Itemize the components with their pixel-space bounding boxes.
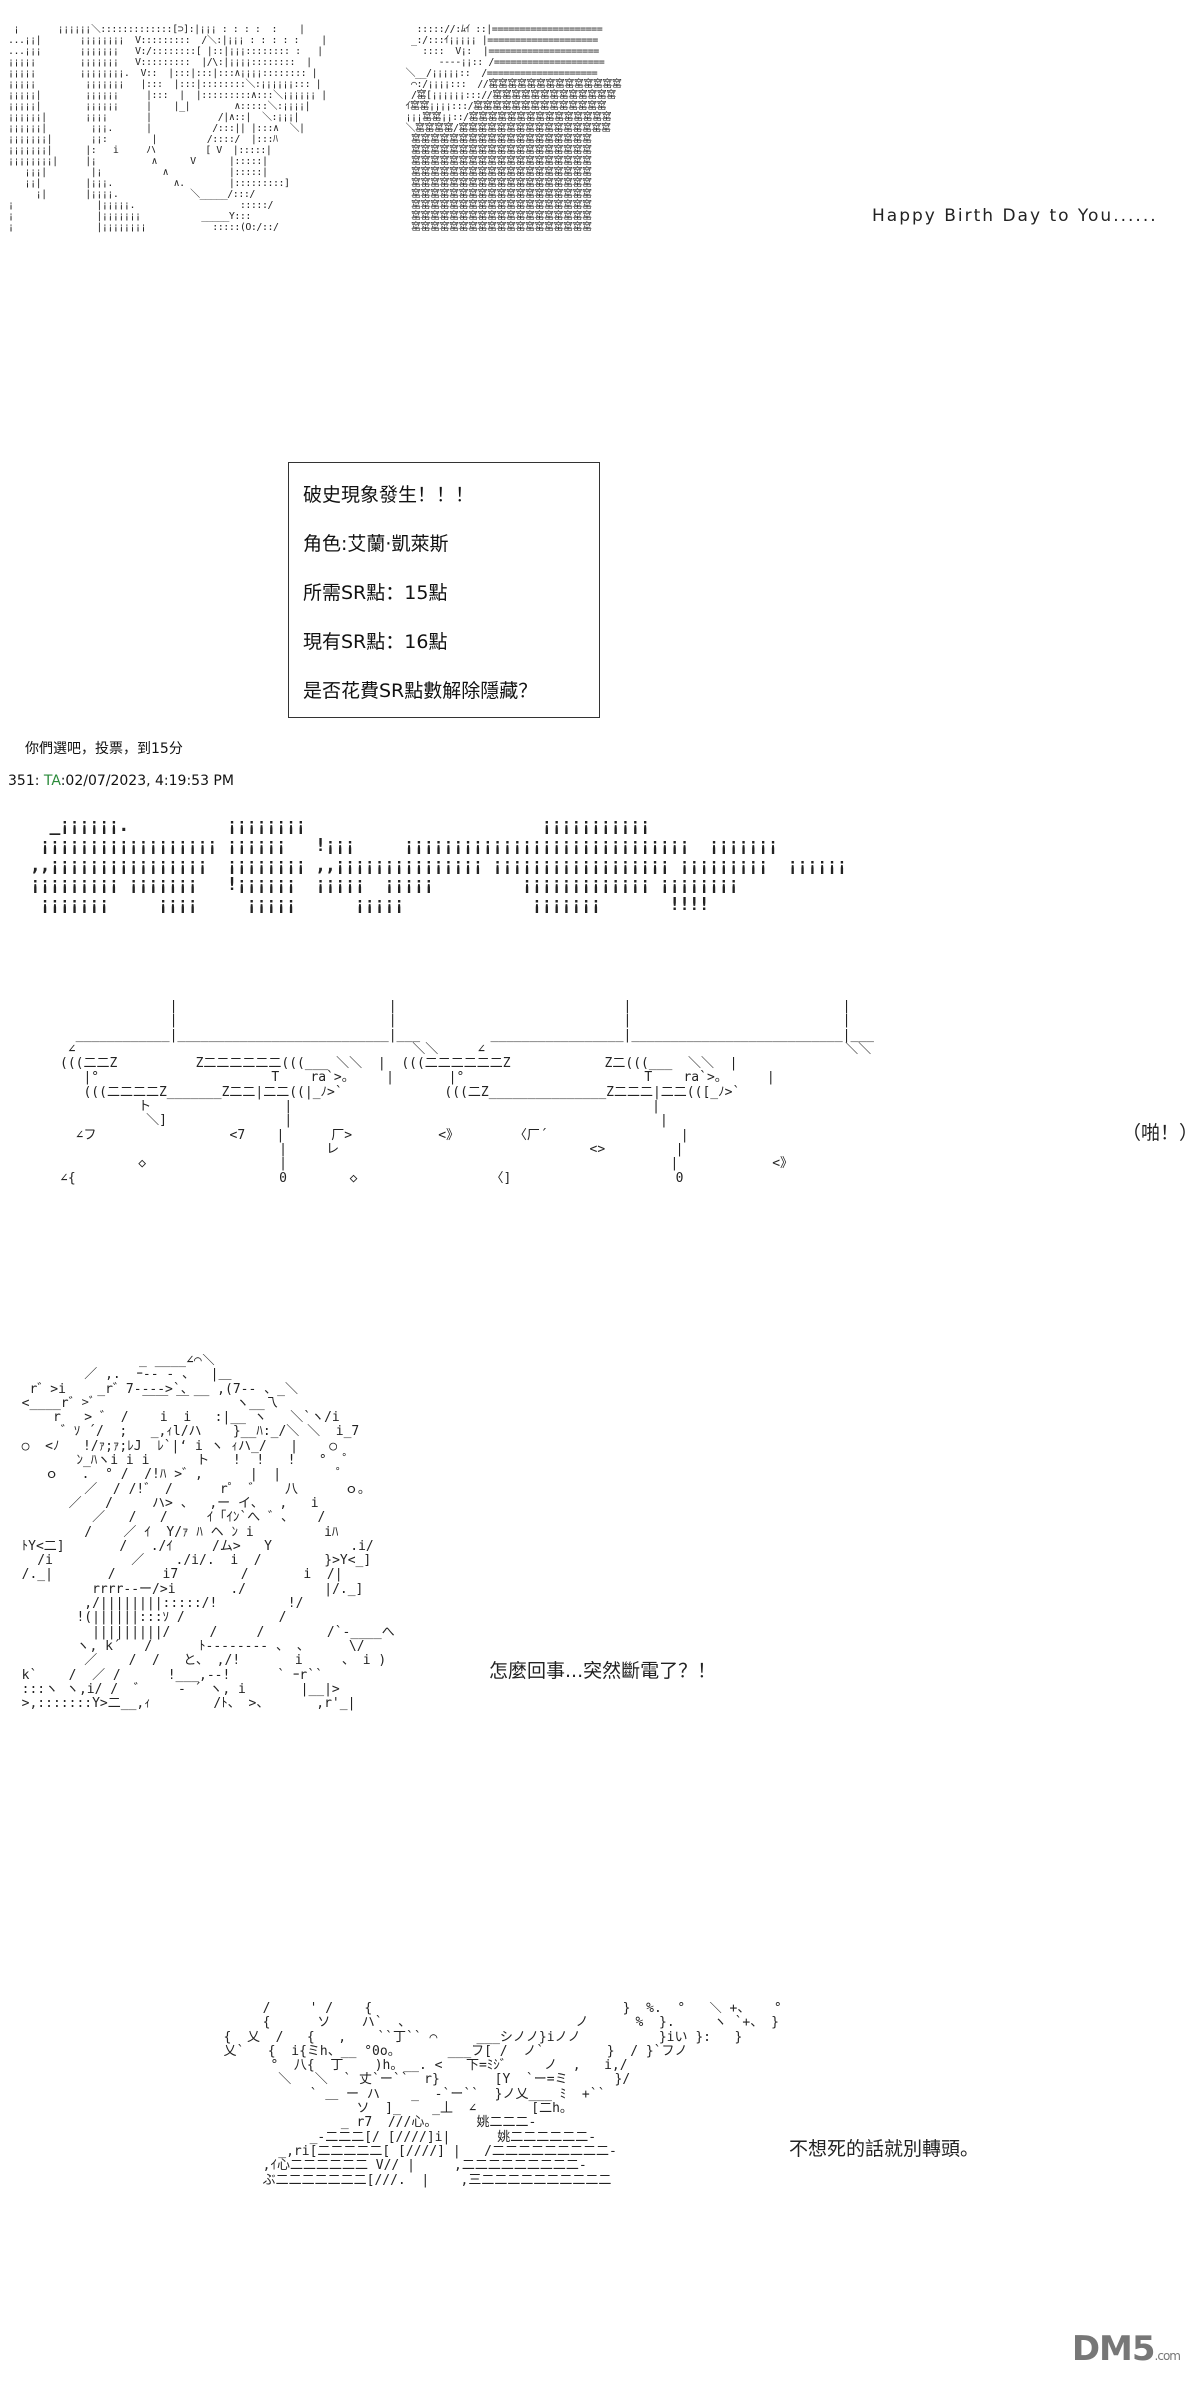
dialog-title: 破史現象發生！！！: [303, 484, 475, 506]
post-number: 351: [8, 773, 35, 789]
dialog-required-sr: 所需SR點：15點: [303, 582, 448, 604]
ascii-art-girl-left: ¡ ¡¡¡¡¡¡＼:::::::::::::[⊃]:|¡¡¡ : : : : :…: [8, 24, 327, 233]
dialog-character: 角色:艾蘭·凱萊斯: [303, 533, 449, 555]
post-header: 351: TA:02/07/2023, 4:19:53 PM: [8, 773, 234, 789]
warning-caption: 不想死的話就別轉頭。: [789, 2138, 980, 2160]
sfx-gachan-art: _¡¡¡¡¡¡. ¡¡¡¡¡¡¡¡ ¡¡¡¡¡¡¡¡¡¡¡ ¡¡¡¡¡¡¡¡¡¡…: [29, 816, 847, 916]
site-logo-domain: .com: [1154, 2349, 1181, 2363]
blackout-caption: 怎麼回事...突然斷電了？！: [489, 1660, 717, 1682]
ascii-art-cake-right: ::::://:ﾑｲ ::|==================== _:/::…: [405, 24, 622, 233]
ascii-art-girl-startled: _ ____∠⌒＼ ／ ,. ｰ-- ‐ 、 |＿ r゛>i _r゛7---->…: [21, 1354, 395, 1712]
site-logo-text: DM5: [1071, 2329, 1156, 2369]
ascii-art-breaker-switches: | | | | | | | | ________: [60, 1000, 874, 1186]
birthday-caption: Happy Birth Day to You......: [872, 206, 1158, 226]
dialog-question: 是否花費SR點數解除隱藏？: [303, 680, 538, 702]
dialog-current-sr: 現有SR點：16點: [303, 631, 448, 653]
sfx-pa-label: （啪！）: [1122, 1122, 1199, 1144]
post-timestamp: :02/07/2023, 4:19:53 PM: [60, 773, 234, 789]
post-author-link[interactable]: TA: [43, 773, 61, 789]
sr-unlock-dialog: 破史現象發生！！！ 角色:艾蘭·凱萊斯 所需SR點：15點 現有SR點：16點 …: [288, 462, 600, 718]
ascii-art-figure-behind: / ' / { } %. ° ＼ +、 ° { ソ ハ` 、 ノ % }. ヽ …: [223, 2002, 780, 2188]
site-logo: DM5.com: [1071, 2329, 1181, 2369]
vote-note: 你們選吧，投票，到15分: [25, 741, 183, 757]
